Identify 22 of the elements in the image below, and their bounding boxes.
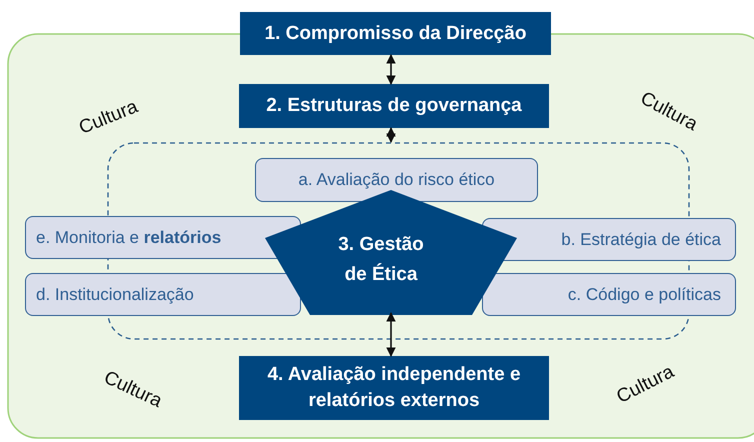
culture-label: Cultura (76, 96, 141, 140)
process-box (482, 218, 736, 261)
node-text: c. Código e políticas (568, 284, 721, 304)
double-arrow (386, 312, 396, 357)
node-text: a. Avaliação do risco ético (298, 170, 495, 190)
node-text: e. Monitoria e relatórios (36, 228, 222, 248)
title-box (240, 12, 551, 55)
node-text: b. Estratégia de ética (561, 230, 721, 250)
double-arrow (386, 127, 396, 143)
double-arrow (386, 54, 396, 85)
process-box (239, 356, 549, 420)
process-box (25, 273, 301, 316)
node-text: 2. Estruturas de governança (266, 94, 522, 118)
process-box (255, 158, 538, 202)
process-box (482, 273, 736, 316)
node-text: 3. Gestão de Ética (337, 233, 425, 288)
node-text: d. Institucionalização (36, 284, 194, 304)
process-box (239, 84, 549, 128)
node-text: 4. Avaliação independente e relatórios externos (266, 363, 522, 413)
process-box (25, 216, 301, 259)
node-text: 1. Compromisso da Direcção (264, 22, 526, 46)
pentagon (265, 190, 517, 315)
